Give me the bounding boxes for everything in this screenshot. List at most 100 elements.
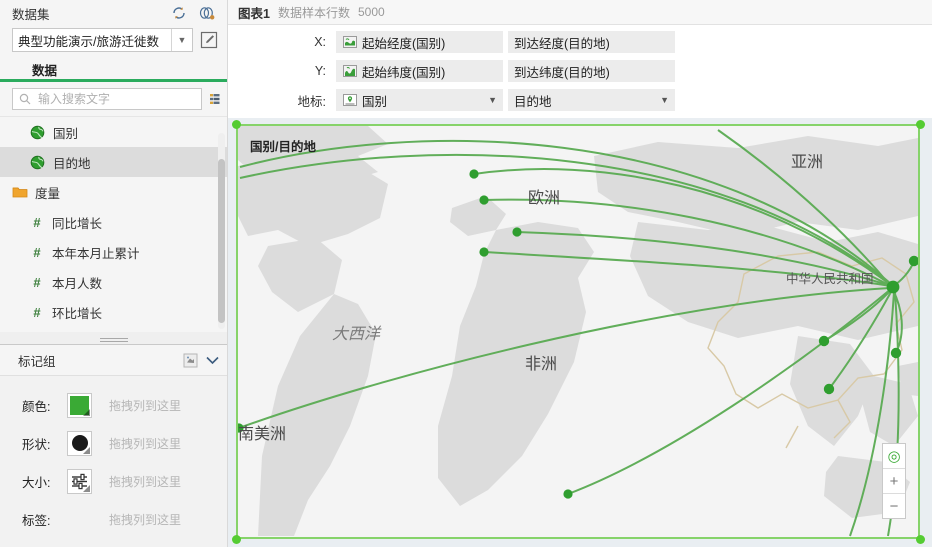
pill-y-end-latitude[interactable]: 到达纬度(目的地) bbox=[508, 60, 675, 82]
pill-y-start-latitude[interactable]: 起始纬度(国别) bbox=[336, 60, 503, 82]
dataset-select[interactable]: 典型功能演示/旅游迁徙数 ▼ bbox=[12, 28, 193, 52]
field-folder-measures[interactable]: 度量 bbox=[0, 177, 227, 207]
pill-label: 起始纬度(国别) bbox=[362, 65, 446, 80]
edit-icon[interactable] bbox=[199, 30, 219, 50]
marks-card-title: 标记组 bbox=[18, 354, 56, 369]
size-slider-icon[interactable] bbox=[67, 468, 92, 494]
chevron-down-icon[interactable]: ▼ bbox=[171, 29, 192, 51]
sample-rows-label: 数据样本行数 bbox=[277, 5, 350, 20]
zoom-in-button[interactable]: + bbox=[883, 469, 905, 494]
chart-name: 图表1 bbox=[238, 6, 270, 21]
panel-resize-handle[interactable] bbox=[0, 332, 227, 345]
map-label-europe: 欧洲 bbox=[528, 190, 561, 207]
chevron-down-icon[interactable]: ▼ bbox=[488, 95, 497, 105]
mark-row-label: 标签: 拖拽列到这里 bbox=[0, 500, 227, 538]
search-icon bbox=[19, 93, 31, 105]
field-list-scrollbar[interactable] bbox=[218, 133, 225, 329]
sidebar-tabs: 数据 bbox=[0, 58, 227, 82]
locate-icon[interactable]: ◎ bbox=[883, 444, 905, 469]
mark-drop-hint[interactable]: 拖拽列到这里 bbox=[109, 474, 182, 489]
pill-x-end-longitude[interactable]: 到达经度(目的地) bbox=[508, 31, 675, 53]
shelf-label-y: Y: bbox=[314, 64, 326, 78]
chevron-down-icon[interactable]: ▼ bbox=[660, 95, 669, 105]
marks-card-header: 标记组 bbox=[0, 345, 227, 376]
pill-landmark-destination[interactable]: 目的地 ▼ bbox=[508, 89, 675, 111]
map-zoom-controls[interactable]: ◎ + − bbox=[882, 443, 906, 519]
mark-label: 大小: bbox=[22, 475, 51, 490]
scrollbar-thumb[interactable] bbox=[218, 159, 225, 323]
color-square-icon[interactable] bbox=[67, 392, 92, 418]
shelf-landmark: 地标: 国别 ▼ 目的地 ▼ bbox=[228, 87, 932, 113]
field-item-monthly-people[interactable]: # 本月人数 bbox=[0, 267, 227, 297]
refresh-icon[interactable] bbox=[171, 5, 187, 21]
geo-latitude-icon bbox=[342, 65, 357, 78]
map-label-atlantic: 大西洋 bbox=[332, 326, 381, 343]
map-label-africa: 非洲 bbox=[525, 356, 558, 373]
dataset-header: 数据集 bbox=[0, 0, 227, 26]
map-container[interactable]: 国别/目的地 亚洲 欧洲 大西洋 非洲 南美洲 中华人民共和国 ◎ + − bbox=[228, 118, 932, 547]
map-viewport[interactable]: 国别/目的地 亚洲 欧洲 大西洋 非洲 南美洲 中华人民共和国 ◎ + − bbox=[236, 124, 920, 539]
shelves: X: 起始经度(国别) 到达经度(目的地) Y: 起始纬度(国别) bbox=[228, 25, 932, 118]
field-label: 国别 bbox=[53, 126, 79, 141]
mark-row-color: 颜色: 拖拽列到这里 bbox=[0, 386, 227, 424]
pill-label: 到达纬度(目的地) bbox=[514, 65, 610, 80]
pill-label: 目的地 bbox=[514, 94, 552, 109]
mark-drop-hint[interactable]: 拖拽列到这里 bbox=[109, 398, 182, 413]
map-overlay-title: 国别/目的地 bbox=[250, 140, 316, 154]
list-menu-icon[interactable] bbox=[208, 90, 222, 108]
zoom-out-button[interactable]: − bbox=[889, 497, 899, 515]
field-item-country[interactable]: 国别 bbox=[0, 117, 227, 147]
field-label: 本年本月止累计 bbox=[52, 246, 140, 261]
map-label-asia: 亚洲 bbox=[791, 154, 824, 171]
mark-label: 颜色: bbox=[22, 399, 51, 414]
left-panel: 数据集 典型功能演示/旅游迁徙数 ▼ 数据 bbox=[0, 0, 228, 547]
dataset-selector-row: 典型功能演示/旅游迁徙数 ▼ bbox=[0, 26, 227, 52]
tab-active-underline bbox=[0, 79, 227, 82]
mark-row-shape: 形状: 拖拽列到这里 bbox=[0, 424, 227, 462]
map-canvas bbox=[238, 126, 918, 537]
map-pin-icon bbox=[342, 94, 357, 107]
mark-label: 标签: bbox=[22, 513, 51, 528]
pill-label: 国别 bbox=[362, 94, 388, 109]
sample-rows-value: 5000 bbox=[357, 5, 385, 19]
dataset-select-value: 典型功能演示/旅游迁徙数 bbox=[18, 34, 159, 49]
mark-drop-hint[interactable]: 拖拽列到这里 bbox=[109, 436, 182, 451]
chevron-down-icon[interactable] bbox=[206, 356, 219, 365]
mark-row-size: 大小: 拖拽列到这里 bbox=[0, 462, 227, 500]
mark-drop-hint[interactable]: 拖拽列到这里 bbox=[109, 512, 182, 527]
field-item-ytd-total[interactable]: # 本年本月止累计 bbox=[0, 237, 227, 267]
tab-data[interactable]: 数据 bbox=[32, 64, 58, 78]
field-label: 同比增长 bbox=[52, 216, 103, 231]
hash-icon: # bbox=[33, 274, 41, 290]
hash-icon: # bbox=[33, 304, 41, 320]
chart-header: 图表1 数据样本行数 5000 bbox=[228, 0, 932, 25]
selection-handle-top-right[interactable] bbox=[916, 120, 925, 129]
pill-label: 到达经度(目的地) bbox=[514, 36, 610, 51]
map-label-china: 中华人民共和国 bbox=[786, 272, 874, 286]
data-relation-icon[interactable] bbox=[198, 6, 215, 21]
folder-icon bbox=[12, 185, 28, 200]
pill-x-start-longitude[interactable]: 起始经度(国别) bbox=[336, 31, 503, 53]
field-label: 度量 bbox=[35, 186, 61, 201]
field-label: 环比增长 bbox=[52, 306, 103, 321]
field-item-mom-growth[interactable]: # 环比增长 bbox=[0, 297, 227, 327]
search-input[interactable] bbox=[36, 91, 195, 107]
shape-circle-icon[interactable] bbox=[67, 430, 92, 456]
shelf-y: Y: 起始纬度(国别) 到达纬度(目的地) bbox=[228, 58, 932, 84]
selection-handle-bottom-left[interactable] bbox=[232, 535, 241, 544]
globe-icon bbox=[30, 155, 45, 170]
selection-handle-top-left[interactable] bbox=[232, 120, 241, 129]
field-item-destination[interactable]: 目的地 bbox=[0, 147, 227, 177]
search-box[interactable] bbox=[12, 88, 202, 110]
hash-icon: # bbox=[33, 244, 41, 260]
selection-handle-bottom-right[interactable] bbox=[916, 535, 925, 544]
pill-label: 起始经度(国别) bbox=[362, 36, 446, 51]
search-row bbox=[0, 82, 227, 116]
mark-card-icon[interactable] bbox=[183, 353, 198, 368]
field-item-yoy-growth[interactable]: # 同比增长 bbox=[0, 207, 227, 237]
field-list: 国别 目的地 度量 # 同比增长 # 本年本月止累计 bbox=[0, 116, 227, 332]
map-label-south-america: 南美洲 bbox=[238, 426, 287, 443]
pill-landmark-country[interactable]: 国别 ▼ bbox=[336, 89, 503, 111]
globe-icon bbox=[30, 125, 45, 140]
